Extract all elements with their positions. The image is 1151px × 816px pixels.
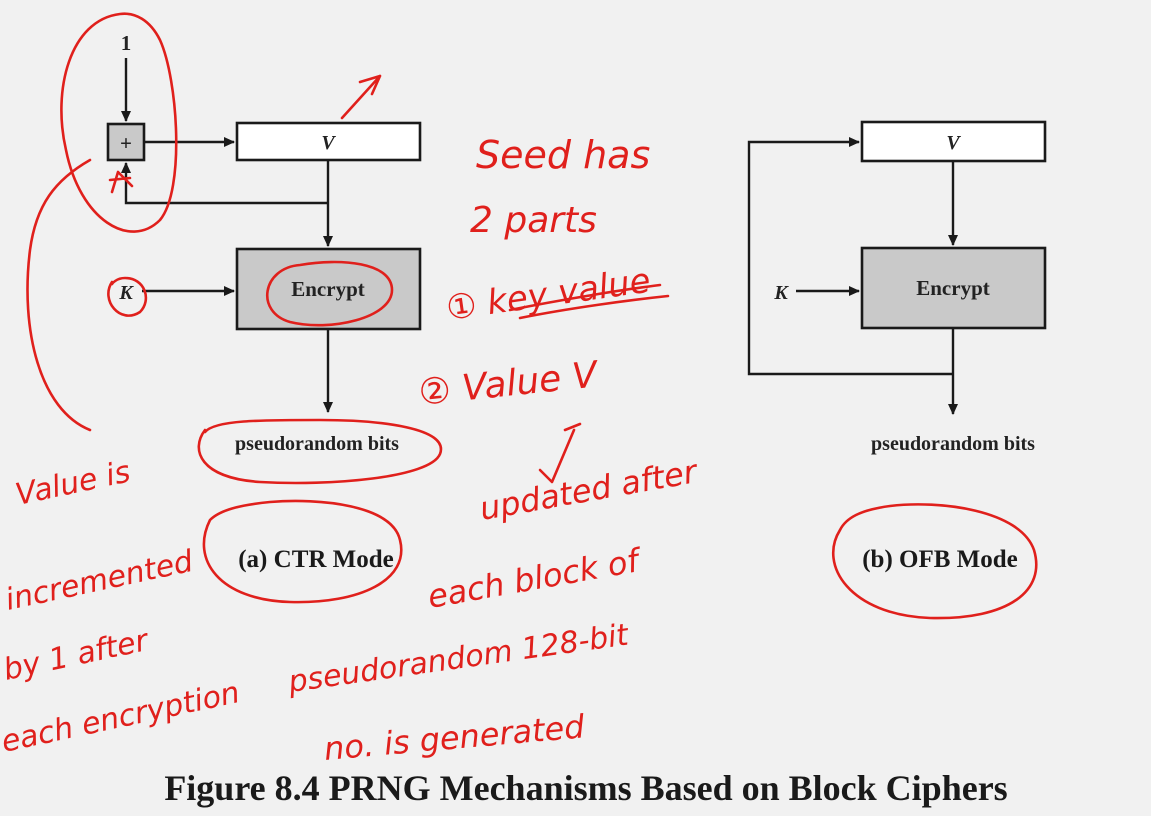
ctr-v-label: V — [321, 132, 336, 154]
ctr-mode-diagram: 1 + V Encrypt K pseudorandom bits (a) CT… — [106, 31, 422, 573]
ofb-caption-circle-mark — [831, 503, 1038, 620]
note-incr-line3: by 1 after — [0, 623, 152, 688]
adder-symbol: + — [120, 131, 132, 155]
ofb-k-label: K — [773, 282, 789, 304]
ofb-caption: (b) OFB Mode — [862, 546, 1018, 573]
ctr-caption-circle-mark — [202, 499, 403, 604]
encrypt-circle-mark — [265, 260, 394, 327]
note-part2: ② Value V — [417, 354, 602, 414]
output-circle-mark — [197, 418, 443, 485]
ofb-feedback-arrow — [747, 137, 953, 376]
k-circle-mark — [107, 276, 148, 317]
note-updated-line1: updated after — [477, 452, 702, 528]
counter-input-label: 1 — [121, 31, 132, 55]
note-incr-line1: Value is — [12, 454, 133, 512]
ofb-encrypt-box — [860, 246, 1047, 330]
note-seed-line2: 2 parts — [470, 200, 597, 241]
arrow-tick-mark — [108, 170, 134, 194]
ctr-k-label: K — [118, 282, 134, 304]
note-incr-line2: incremented — [2, 544, 197, 618]
ofb-v-register — [860, 120, 1047, 163]
note-updated-line2: each block of — [425, 541, 646, 616]
note-incr-line4: each encryption — [0, 675, 243, 760]
note-updated-line3: pseudorandom 128-bit — [285, 617, 631, 700]
adder-circle-mark — [60, 12, 178, 233]
ofb-encrypt-label: Encrypt — [916, 276, 990, 300]
ctr-caption: (a) CTR Mode — [238, 546, 394, 573]
ofb-output-label: pseudorandom bits — [871, 433, 1035, 455]
ofb-v-label: V — [946, 132, 961, 154]
feedback-to-adder-arrow — [121, 162, 328, 205]
figure-title: Figure 8.4 PRNG Mechanisms Based on Bloc… — [164, 768, 1007, 808]
updated-tick-mark — [538, 428, 576, 484]
key-value-underline — [508, 283, 670, 320]
note-part1: ① key value — [444, 261, 653, 329]
ctr-v-register — [235, 121, 422, 162]
ctr-output-label: pseudorandom bits — [235, 433, 399, 455]
v-check-mark — [340, 74, 382, 120]
ctr-encrypt-label: Encrypt — [291, 277, 365, 301]
ofb-mode-diagram: V Encrypt K pseudorandom bits (b) OFB Mo… — [747, 120, 1047, 573]
note-seed-line1: Seed has — [476, 133, 650, 177]
note-updated-line4: no. is generated — [322, 707, 586, 768]
long-bracket-mark — [26, 158, 92, 432]
updated-tick-tail — [563, 422, 582, 432]
